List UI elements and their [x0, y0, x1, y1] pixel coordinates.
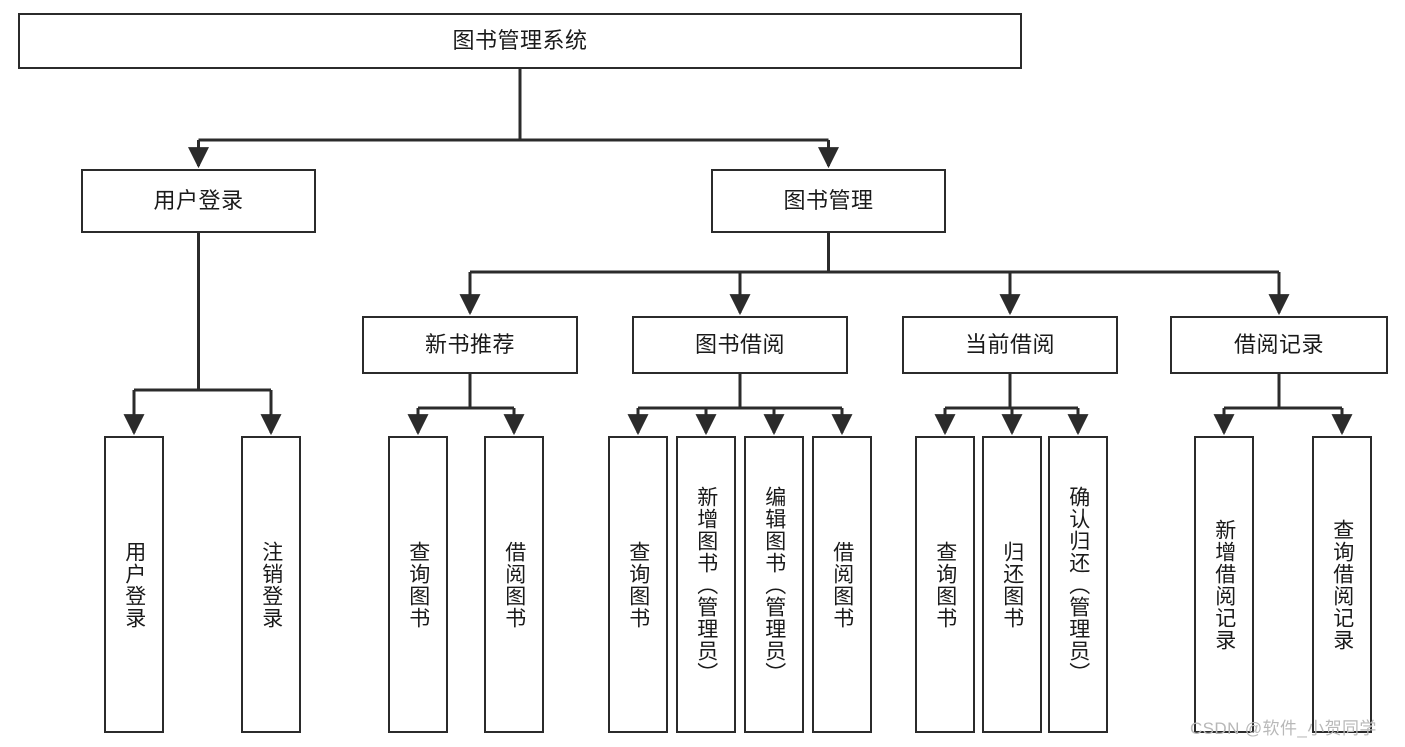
- node-leaf-add-record: 新增借阅记录: [1194, 436, 1254, 733]
- node-leaf-query-book-rec: 查询图书: [388, 436, 448, 733]
- node-root: 图书管理系统: [18, 13, 1022, 69]
- node-user-login: 用户登录: [81, 169, 316, 233]
- node-label: 注销登录: [259, 540, 283, 629]
- node-leaf-query-book-current: 查询图书: [915, 436, 975, 733]
- node-book-borrow: 图书借阅: [632, 316, 848, 374]
- node-borrow-record: 借阅记录: [1170, 316, 1388, 374]
- node-label: 确认归还（管理员）: [1066, 485, 1090, 684]
- node-label: 新增图书（管理员）: [694, 485, 718, 684]
- edges-group: [123, 69, 1353, 436]
- node-label: 图书管理系统: [452, 27, 588, 53]
- node-label: 查询图书: [626, 540, 650, 629]
- node-leaf-borrow-book-rec: 借阅图书: [484, 436, 544, 733]
- node-book-manage: 图书管理: [711, 169, 946, 233]
- node-label: 当前借阅: [964, 331, 1055, 357]
- node-leaf-add-book: 新增图书（管理员）: [676, 436, 736, 733]
- node-label: 借阅图书: [502, 540, 526, 629]
- node-label: 查询图书: [406, 540, 430, 629]
- node-leaf-user-login: 用户登录: [104, 436, 164, 733]
- node-label: 用户登录: [153, 187, 244, 213]
- node-leaf-query-record: 查询借阅记录: [1312, 436, 1372, 733]
- node-leaf-confirm-return: 确认归还（管理员）: [1048, 436, 1108, 733]
- node-label: 借阅记录: [1233, 331, 1324, 357]
- node-new-book-rec: 新书推荐: [362, 316, 578, 374]
- node-label: 查询借阅记录: [1330, 518, 1354, 651]
- node-label: 用户登录: [122, 540, 146, 629]
- node-leaf-return-book: 归还图书: [982, 436, 1042, 733]
- node-label: 查询图书: [933, 540, 957, 629]
- node-label: 归还图书: [1000, 540, 1024, 629]
- node-label: 编辑图书（管理员）: [762, 485, 786, 684]
- node-current-borrow: 当前借阅: [902, 316, 1118, 374]
- node-leaf-borrow-book: 借阅图书: [812, 436, 872, 733]
- node-label: 新增借阅记录: [1212, 518, 1236, 651]
- node-label: 借阅图书: [830, 540, 854, 629]
- node-leaf-logout: 注销登录: [241, 436, 301, 733]
- node-label: 图书借阅: [694, 331, 785, 357]
- node-label: 图书管理: [783, 187, 874, 213]
- node-leaf-edit-book: 编辑图书（管理员）: [744, 436, 804, 733]
- node-leaf-query-book-borrow: 查询图书: [608, 436, 668, 733]
- node-label: 新书推荐: [424, 331, 515, 357]
